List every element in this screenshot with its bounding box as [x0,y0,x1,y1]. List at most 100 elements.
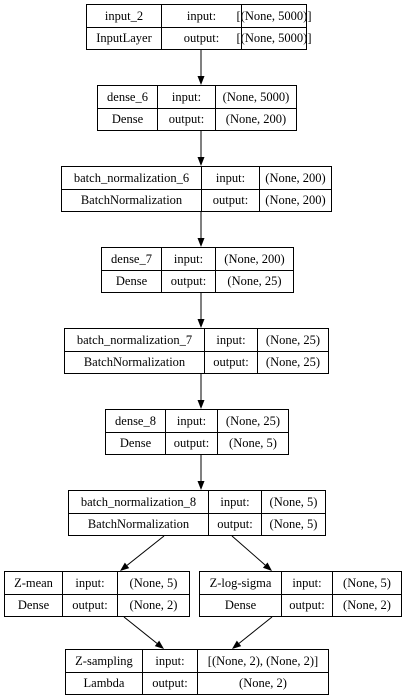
output-shape: (None, 200) [225,111,287,126]
edge-line [123,616,158,644]
edge-batch-normalization-8-to-z-log-sigma [231,535,272,571]
output-shape: (None, 5) [269,516,318,531]
layer-name: dense_6 [98,86,158,108]
input-label: input: [63,572,118,594]
input-label: input: [209,491,262,513]
input-shape: [(None, 5000)] [236,8,312,23]
arrowhead-icon [262,562,272,571]
edge-z-mean-to-z-sampling [123,616,164,649]
output-label: output: [162,27,242,49]
layer-type: Dense [5,594,63,616]
input-shape: (None, 5) [129,575,178,590]
arrowhead-icon [120,562,130,571]
layer-name: batch_normalization_8 [69,491,209,513]
arrowhead-icon [197,481,205,490]
output-shape: (None, 25) [265,354,321,369]
edge-dense-7-to-batch-normalization-7 [197,293,205,328]
input-label: input: [166,410,218,432]
output-label: output: [162,270,216,292]
edge-dense-6-to-batch-normalization-6 [197,131,205,166]
input-shape: (None, 25) [225,413,281,428]
output-shape: (None, 2) [239,675,287,690]
arrowhead-icon [197,400,205,409]
layer-name: Z-log-sigma [200,572,282,594]
edge-batch-normalization-7-to-dense-8 [197,374,205,409]
layer-name: batch_normalization_6 [62,167,202,189]
arrowhead-icon [197,76,205,85]
input-shape: (None, 25) [265,332,321,347]
input-shape: (None, 5000) [222,89,290,104]
layer-type: Lambda [66,672,143,694]
layer-type: BatchNormalization [65,351,205,373]
edge-batch-normalization-8-to-z-mean [120,535,165,571]
output-shape: (None, 2) [343,597,391,612]
layer-type: Dense [102,270,162,292]
input-shape: (None, 200) [224,251,285,266]
layer-type: Dense [98,108,158,130]
edge-z-log-sigma-to-z-sampling [232,616,273,649]
edge-dense-8-to-batch-normalization-8 [197,455,205,490]
input-label: input: [143,650,198,672]
output-shape: (None, 2) [129,597,178,612]
output-shape: [(None, 5000)] [236,30,312,45]
input-shape: [(None, 2), (None, 2)] [207,653,319,668]
output-label: output: [209,513,262,535]
layer-name: input_2 [87,5,162,27]
edge-input-2-to-dense-6 [197,50,205,85]
edge-batch-normalization-6-to-dense-7 [197,212,205,247]
output-label: output: [282,594,333,616]
output-label: output: [202,189,260,211]
layer-type: BatchNormalization [69,513,209,535]
arrowhead-icon [154,640,164,649]
input-label: input: [158,86,216,108]
output-shape: (None, 25) [227,273,282,288]
layer-type: BatchNormalization [62,189,202,211]
layer-name: Z-sampling [66,650,143,672]
layer-type: Dense [106,432,166,454]
layer-type: InputLayer [87,27,162,49]
output-label: output: [63,594,118,616]
output-label: output: [158,108,216,130]
input-label: input: [202,167,260,189]
input-shape: (None, 5) [343,575,391,590]
layer-name: batch_normalization_7 [65,329,205,351]
input-label: input: [205,329,258,351]
layer-type: Dense [200,594,282,616]
input-label: input: [162,5,242,27]
output-label: output: [205,351,258,373]
edge-line [231,535,266,566]
output-label: output: [166,432,218,454]
edge-line [126,535,165,566]
input-label: input: [162,248,216,270]
layer-name: dense_8 [106,410,166,432]
arrowhead-icon [232,640,242,649]
arrowhead-icon [197,157,205,166]
output-label: output: [143,672,198,694]
input-label: input: [282,572,333,594]
